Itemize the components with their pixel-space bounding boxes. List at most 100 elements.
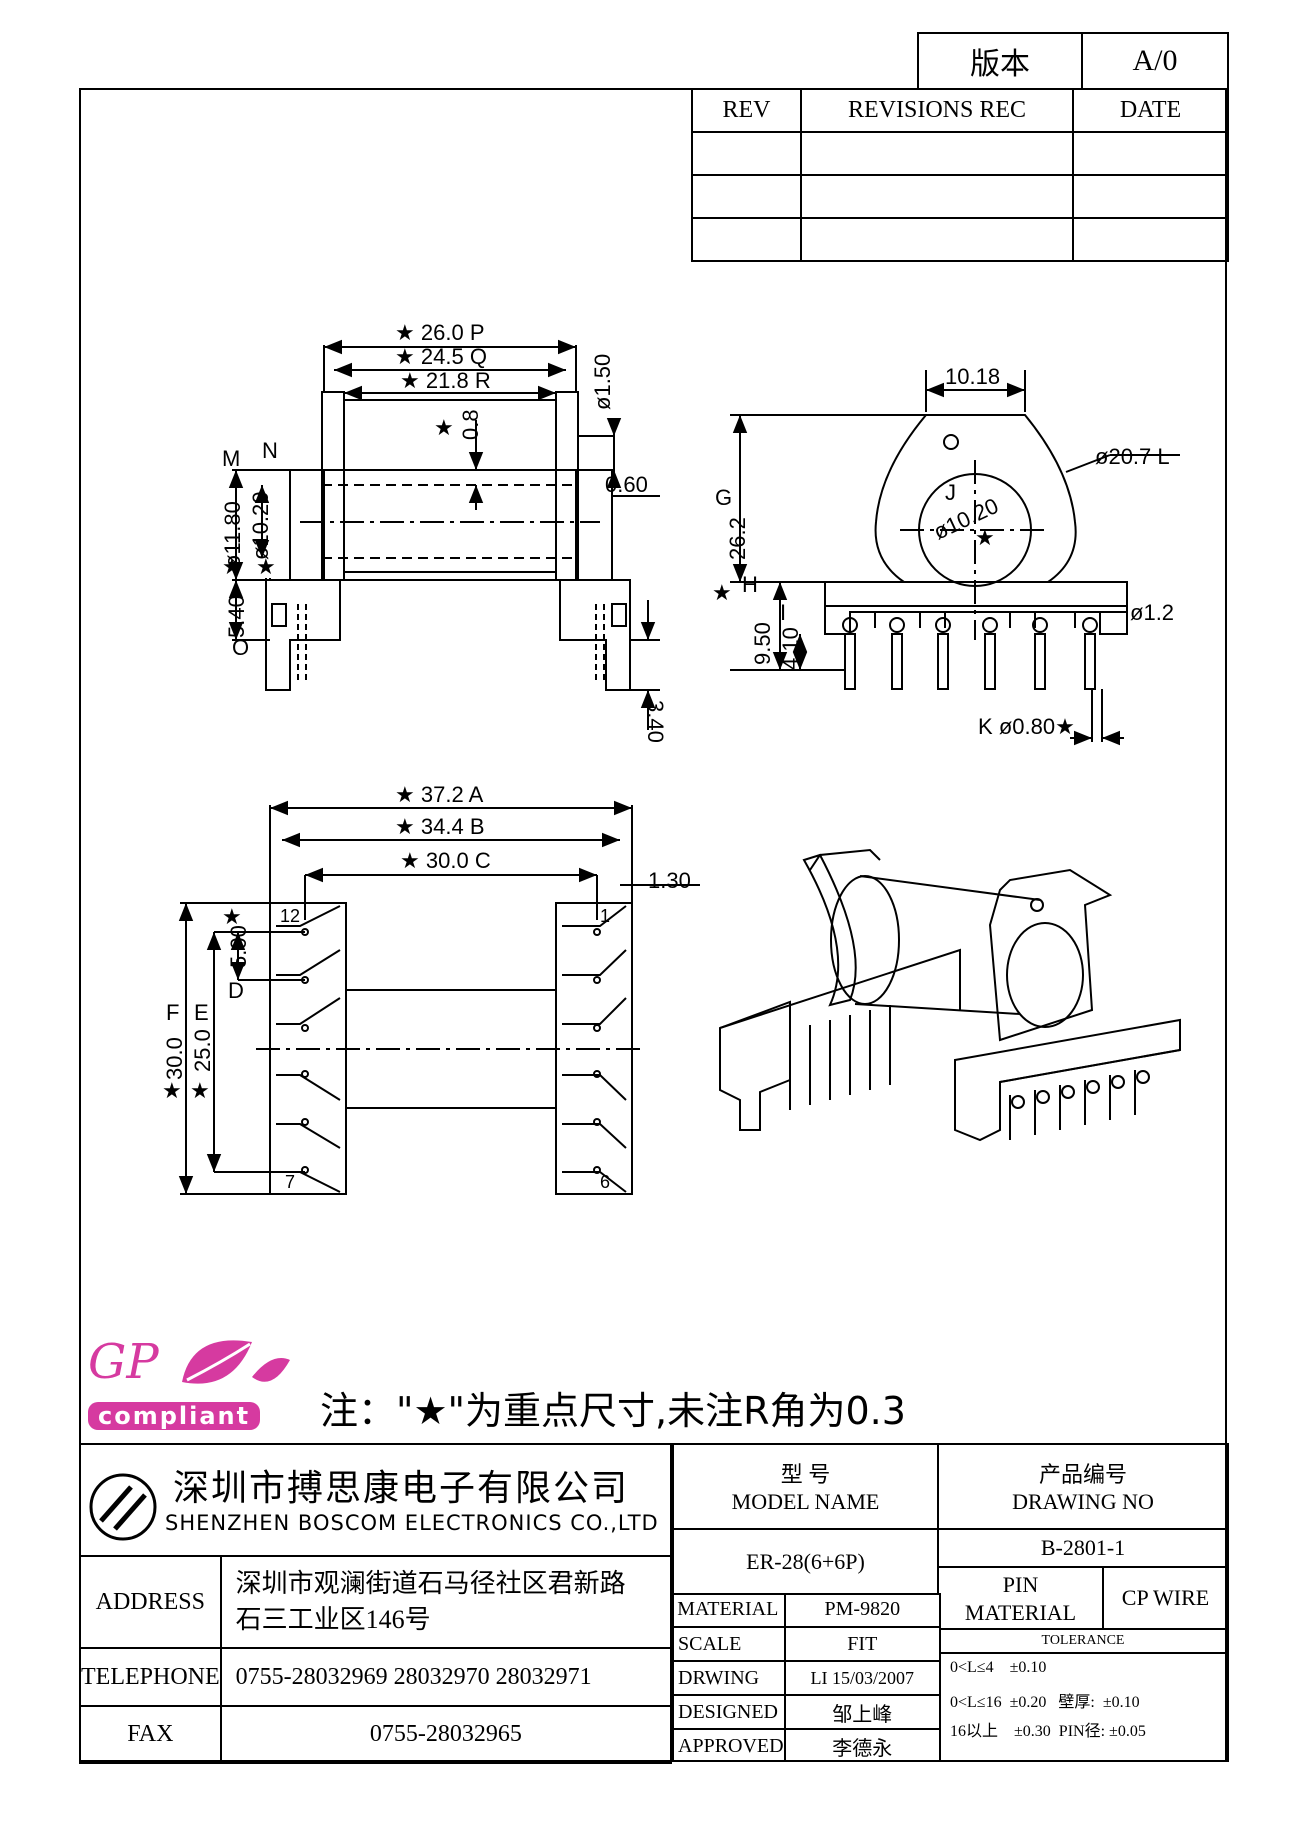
drawing-note: 注："★"为重点尺寸,未注R角为0.3	[320, 1389, 906, 1433]
version-block: 版本 A/0	[917, 32, 1229, 90]
version-label: 版本	[917, 32, 1083, 90]
dim-08: 0.8	[458, 409, 483, 440]
telephone-value: 0755-28032969 28032970 28032971	[219, 1647, 673, 1707]
star-k: ★	[1055, 714, 1075, 739]
svg-text:★ 24.5 Q: ★ 24.5 Q	[395, 344, 487, 369]
leaf-icon	[182, 1340, 290, 1384]
star-p: ★	[395, 320, 415, 345]
tag-p: P	[470, 320, 485, 345]
star-g: ★	[712, 580, 732, 605]
dim-130: 1.30	[648, 868, 691, 893]
pin-12: 12	[280, 906, 300, 926]
dim-c: 30.0	[426, 848, 469, 873]
tol-row2-range: 0<L≤16	[950, 1694, 1002, 1711]
svg-text:★ 37.2 A: ★ 37.2 A	[395, 782, 484, 807]
star-m: ★	[222, 554, 242, 579]
tol-row2-value: ±0.20	[1009, 1694, 1047, 1711]
star-b: ★	[395, 814, 415, 839]
title-block: 型 号 MODEL NAME 产品编号 DRAWING NO ER-28(6+6…	[672, 1443, 1229, 1762]
dim-i: 4.10	[778, 627, 803, 670]
scale-value: FIT	[783, 1626, 942, 1662]
material-label: MATERIAL	[672, 1593, 786, 1628]
tag-d: D	[228, 978, 244, 1003]
dim-b: 34.4	[421, 814, 464, 839]
star-d: ★	[222, 904, 242, 929]
tol-row-3: 16以上 ±0.30 PIN径: ±0.05	[950, 1717, 1146, 1741]
address-line2: 石三工业区146号	[235, 1605, 431, 1634]
pin-6: 6	[600, 1172, 610, 1192]
tolerance-label: TOLERANCE	[939, 1630, 1227, 1654]
tag-m: M	[222, 446, 240, 471]
phi-k: ø	[999, 714, 1012, 739]
pin-material-label-2: MATERIAL	[964, 1600, 1077, 1625]
revision-table: REV REVISIONS REC DATE	[691, 88, 1229, 262]
logo-gp-text: GP	[88, 1334, 159, 1390]
gp-compliant-logo: GP compliant	[84, 1322, 294, 1442]
phi-m: ø	[220, 555, 245, 568]
model-name-header: 型 号 MODEL NAME	[674, 1445, 939, 1530]
dim-m: 11.80	[220, 501, 245, 554]
tol-row3-range: 16以上	[950, 1723, 999, 1740]
designed-value: 邹上峰	[783, 1694, 942, 1730]
revisions-rec-header: REVISIONS REC	[800, 88, 1074, 133]
svg-text:★ 34.4 B: ★ 34.4 B	[395, 814, 485, 839]
drwing-value: LI 15/03/2007	[783, 1660, 942, 1696]
tag-f: F	[166, 1000, 179, 1025]
svg-text:★ 30.0 C: ★ 30.0 C	[400, 848, 491, 873]
phi-n: ø	[248, 547, 273, 560]
dim-1018: 10.18	[945, 364, 1000, 389]
tag-a: A	[469, 782, 484, 807]
designed-label: DESIGNED	[672, 1694, 786, 1730]
drawing-no-en: DRAWING NO	[1012, 1489, 1154, 1514]
star-n: ★	[256, 554, 276, 579]
model-name-cn: 型 号	[780, 1462, 831, 1487]
dim-12: 1.2	[1143, 600, 1174, 625]
tag-r: R	[475, 368, 491, 393]
engineering-drawing: ★ 26.0 P ★ 24.5 Q ★ 21.8 R ★ 0.8 ø1.50 0…	[162, 320, 1181, 1195]
dim-a: 37.2	[421, 782, 464, 807]
dim-f: 30.0	[162, 1037, 187, 1080]
tag-g: G	[715, 485, 732, 510]
tol-row3-value: ±0.30	[1014, 1723, 1051, 1740]
dim-q: 24.5	[421, 344, 464, 369]
tol-wall-value: ±0.10	[1102, 1694, 1140, 1711]
tol-row1-value: ±0.10	[1009, 1659, 1047, 1676]
svg-text:ø20.7 L: ø20.7 L	[1095, 444, 1170, 469]
isometric-view	[719, 848, 1181, 1142]
svg-text:K ø0.80★: K ø0.80★	[978, 714, 1075, 739]
scale-label: SCALE	[672, 1626, 786, 1662]
dim-o: 5.40	[224, 595, 249, 638]
phi-12: ø	[1130, 600, 1143, 625]
tol-pin-value: ±0.05	[1109, 1723, 1146, 1740]
address-line1: 深圳市观澜街道石马径社区君新路	[235, 1569, 626, 1598]
version-value: A/0	[1081, 32, 1229, 90]
contact-table: ADDRESS 深圳市观澜街道石马径社区君新路 石三工业区146号 TELEPH…	[79, 1555, 673, 1764]
tag-b: B	[470, 814, 485, 839]
tag-l: L	[1157, 444, 1169, 469]
pin-7: 7	[285, 1172, 295, 1192]
material-value: PM-9820	[783, 1593, 942, 1628]
tol-row-1: 0<L≤4 ±0.10	[950, 1659, 1046, 1677]
svg-text:★ 26.0 P: ★ 26.0 P	[395, 320, 485, 345]
dim-n: 10.20	[248, 491, 273, 546]
dim-150: 1.50	[590, 354, 615, 397]
tol-row-2: 0<L≤16 ±0.20 壁厚: ±0.10	[950, 1688, 1140, 1712]
dim-h: 9.50	[750, 622, 775, 665]
dim-p: 26.0	[421, 320, 464, 345]
approved-label: APPROVED	[672, 1728, 786, 1762]
dim-340: 3.40	[643, 700, 668, 743]
tol-wall-label: 壁厚:	[1058, 1694, 1095, 1711]
svg-text:ø11.80: ø11.80	[220, 501, 245, 568]
company-name-cn: 深圳市搏思康电子有限公司	[173, 1468, 630, 1508]
star-r: ★	[400, 368, 420, 393]
side-view	[228, 339, 660, 730]
tol-pin-label: PIN径:	[1058, 1723, 1106, 1740]
fax-label: FAX	[79, 1705, 222, 1764]
rev-header: REV	[691, 88, 802, 133]
date-header: DATE	[1072, 88, 1229, 133]
tag-h: H	[742, 572, 758, 597]
drawing-no-cn: 产品编号	[1038, 1462, 1127, 1487]
company-block: 深圳市搏思康电子有限公司 SHENZHEN BOSCOM ELECTRONICS…	[79, 1443, 672, 1555]
model-name-value: ER-28(6+6P)	[674, 1530, 939, 1595]
star-a: ★	[395, 782, 415, 807]
